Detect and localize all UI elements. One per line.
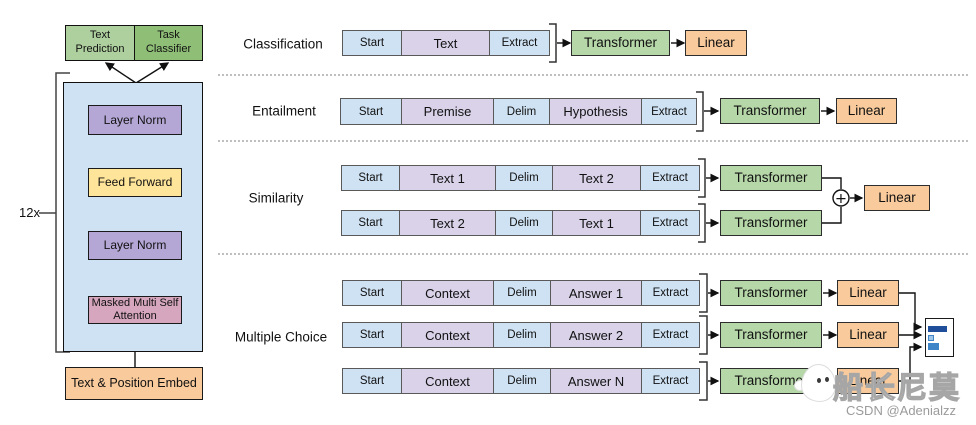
linear-box: Linear <box>864 185 930 211</box>
token-context: Context <box>401 323 493 347</box>
token-answerN: Answer N <box>550 369 641 393</box>
plus-glyph: + <box>835 191 847 207</box>
similarity-connectors <box>698 158 864 243</box>
token-delim: Delim <box>495 166 552 190</box>
watermark-brand-text: 船长尼莫 <box>832 371 961 405</box>
token-extract: Extract <box>641 369 699 393</box>
token-hypothesis: Hypothesis <box>549 99 641 124</box>
token-start: Start <box>341 99 401 124</box>
layer-norm-top: Layer Norm <box>88 105 182 135</box>
entailment-connectors <box>696 91 836 132</box>
token-delim: Delim <box>493 281 550 305</box>
linear-box: Linear <box>685 30 747 56</box>
layer-norm-bottom: Layer Norm <box>88 231 182 260</box>
linear-box: Linear <box>837 280 899 306</box>
token-start: Start <box>343 31 401 55</box>
transformer-box: Transformer <box>720 165 822 191</box>
token-premise: Premise <box>401 99 493 124</box>
transformer-box: Transformer <box>720 210 822 236</box>
repeat-bracket <box>39 72 70 353</box>
multiple-choice-input-sequence-3: Start Context Delim Answer N Extract <box>342 368 700 394</box>
answer-score-bar-1 <box>928 326 947 332</box>
linear-box: Linear <box>836 98 897 124</box>
classification-input-sequence: Start Text Extract <box>342 30 550 56</box>
token-extract: Extract <box>641 323 699 347</box>
token-start: Start <box>343 323 401 347</box>
similarity-sum-icon: + <box>832 189 850 207</box>
token-delim: Delim <box>493 323 550 347</box>
token-start: Start <box>342 166 399 190</box>
token-answer2: Answer 2 <box>550 323 641 347</box>
task-label-entailment: Entailment <box>252 103 316 119</box>
classification-connectors <box>549 23 686 63</box>
similarity-input-sequence-2: Start Text 2 Delim Text 1 Extract <box>341 210 700 236</box>
token-text2: Text 2 <box>552 166 640 190</box>
token-text: Text <box>401 31 489 55</box>
task-classifier-head: Task Classifier <box>135 26 202 60</box>
section-separator <box>218 253 968 255</box>
token-context: Context <box>401 369 493 393</box>
entailment-input-sequence: Start Premise Delim Hypothesis Extract <box>340 98 697 125</box>
masked-multi-self-attention: Masked Multi Self Attention <box>88 296 182 324</box>
task-label-similarity: Similarity <box>248 190 304 206</box>
ghost-eye-icon <box>817 378 821 383</box>
linear-box: Linear <box>837 322 899 348</box>
text-position-embed: Text & Position Embed <box>65 367 203 400</box>
multiple-choice-input-sequence-1: Start Context Delim Answer 1 Extract <box>342 280 700 306</box>
repeat-count-label: 12x <box>19 205 40 220</box>
transformer-box: Transformer <box>720 280 822 306</box>
ghost-mascot-icon <box>801 364 836 402</box>
token-text1: Text 1 <box>399 166 495 190</box>
token-extract: Extract <box>641 99 696 124</box>
feed-forward: Feed Forward <box>88 168 182 197</box>
token-text1: Text 1 <box>552 211 640 235</box>
task-label-multiple-choice: Multiple Choice <box>234 329 328 345</box>
text-prediction-head: Text Prediction <box>66 26 135 60</box>
token-delim: Delim <box>493 99 549 124</box>
token-text2: Text 2 <box>399 211 495 235</box>
section-separator <box>218 140 968 142</box>
ghost-eye-icon <box>825 377 829 382</box>
transformer-box: Transformer <box>571 30 670 56</box>
token-answer1: Answer 1 <box>550 281 641 305</box>
token-extract: Extract <box>640 166 699 190</box>
token-context: Context <box>401 281 493 305</box>
token-extract: Extract <box>640 211 699 235</box>
output-heads: Text Prediction Task Classifier <box>65 25 203 61</box>
token-start: Start <box>343 369 401 393</box>
task-label-classification: Classification <box>243 36 323 52</box>
answer-score-bar-3 <box>928 343 939 350</box>
multiple-choice-input-sequence-2: Start Context Delim Answer 2 Extract <box>342 322 700 348</box>
token-extract: Extract <box>489 31 549 55</box>
multiple-choice-connectors <box>699 273 923 401</box>
watermark-credit-text: CSDN @Adenialzz <box>846 403 957 418</box>
token-start: Start <box>343 281 401 305</box>
section-separator <box>218 74 968 76</box>
linear-box: Linear <box>837 368 899 394</box>
similarity-input-sequence-1: Start Text 1 Delim Text 2 Extract <box>341 165 700 191</box>
transformer-box: Transformer <box>720 322 822 348</box>
token-delim: Delim <box>493 369 550 393</box>
answer-score-bar-2 <box>928 335 934 341</box>
token-extract: Extract <box>641 281 699 305</box>
token-delim: Delim <box>495 211 552 235</box>
transformer-box: Transformer <box>720 98 820 124</box>
token-start: Start <box>342 211 399 235</box>
